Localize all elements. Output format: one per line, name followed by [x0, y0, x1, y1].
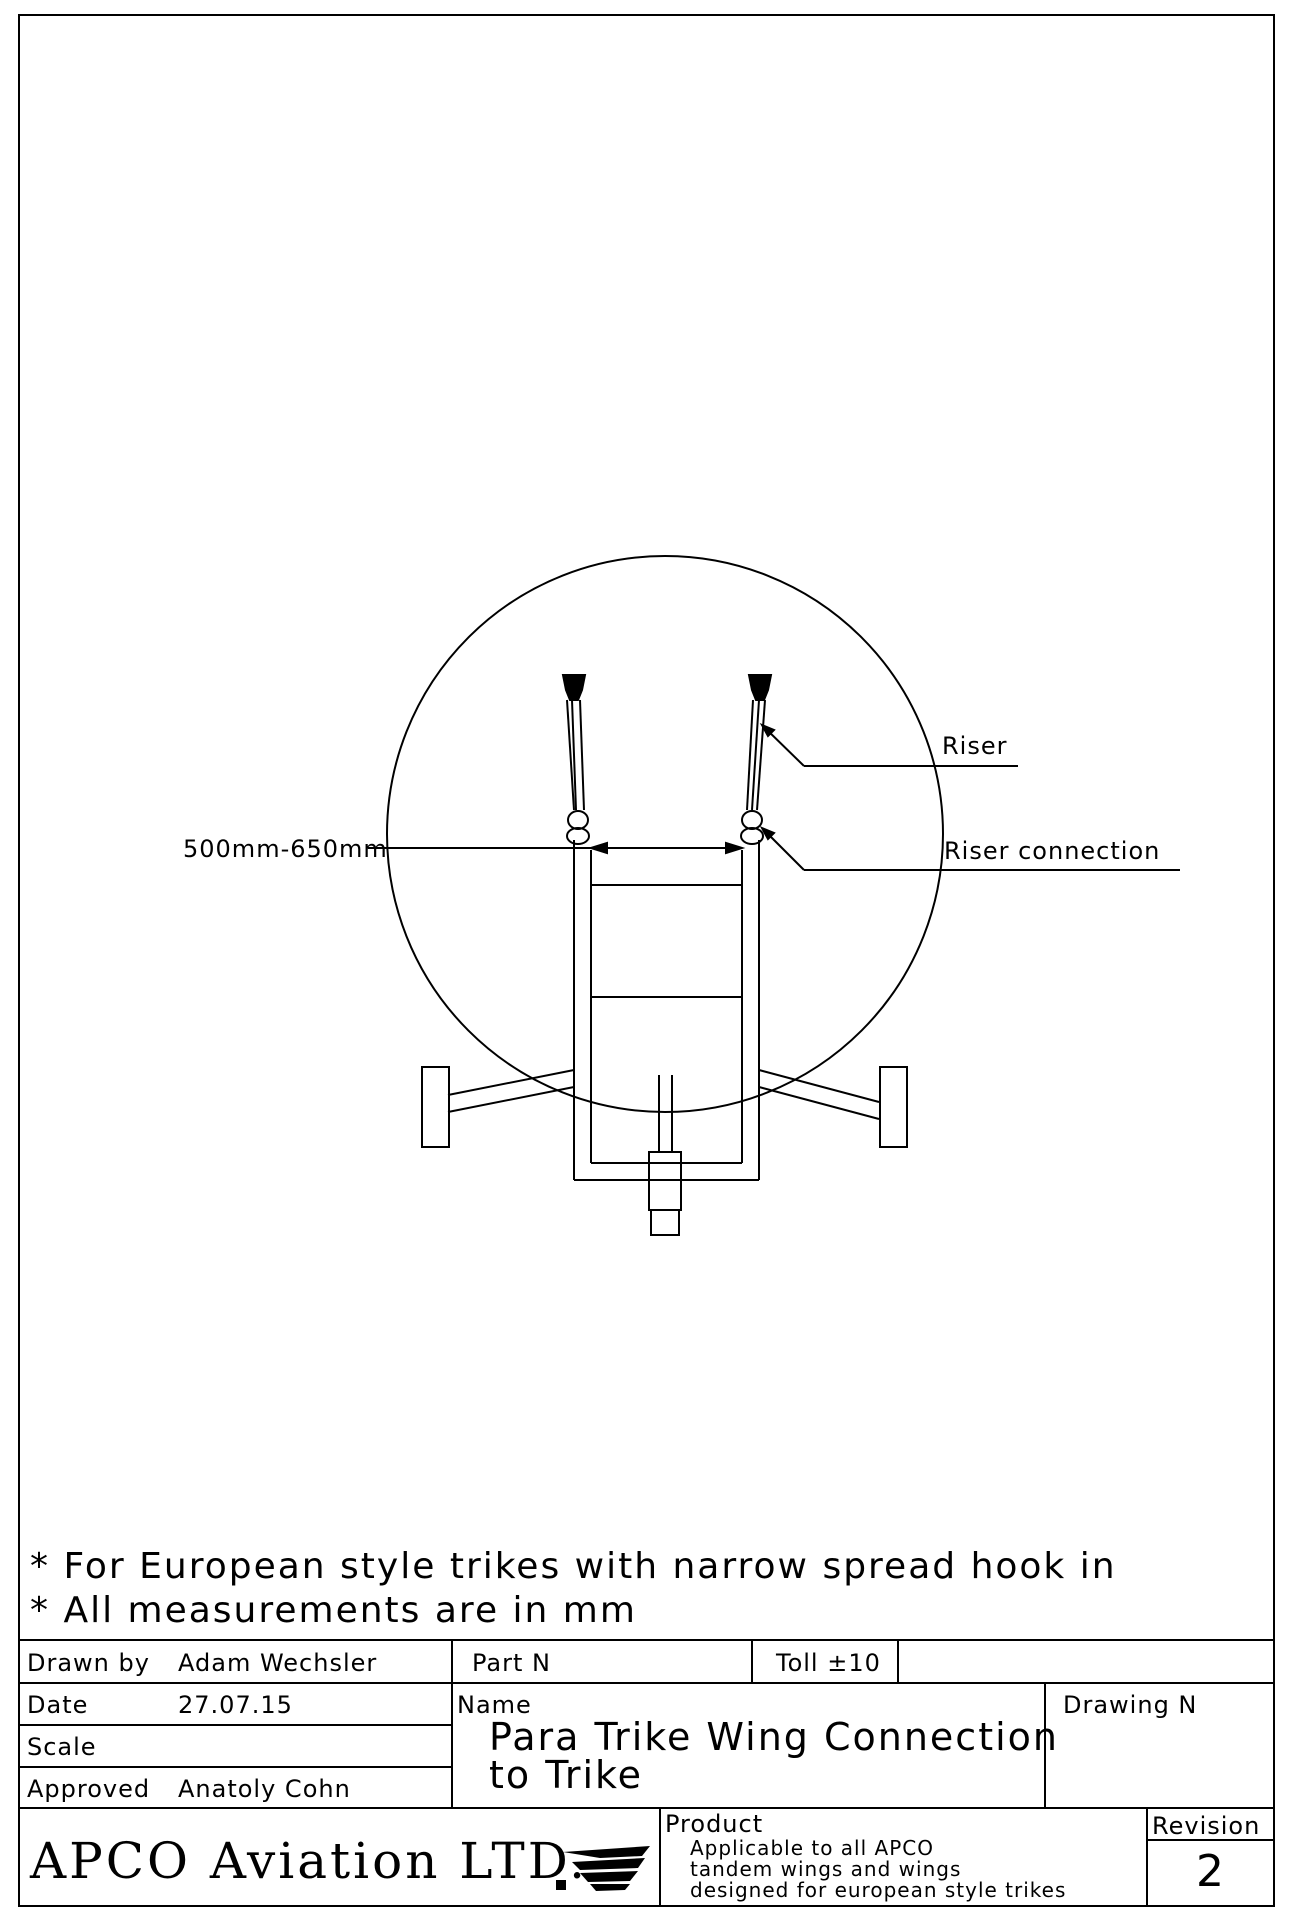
- riser-connection-leader-arrow: [759, 825, 776, 841]
- riser-leader-arrow: [759, 722, 776, 738]
- drawing-name-line1: Para Trike Wing Connection: [489, 1715, 1059, 1759]
- note-measurements: * All measurements are in mm: [30, 1590, 637, 1631]
- product-line-1: Applicable to all APCO: [690, 1836, 934, 1860]
- product-line-2: tandem wings and wings: [690, 1857, 962, 1881]
- product-label: Product: [665, 1810, 764, 1838]
- note-european-trikes: * For European style trikes with narrow …: [30, 1546, 1117, 1587]
- spread-circle: [386, 555, 944, 1113]
- dimension-arrow-left: [587, 841, 608, 855]
- date-value: 27.07.15: [178, 1691, 293, 1719]
- revision-value: 2: [1196, 1846, 1224, 1897]
- drawn-by-label: Drawn by: [27, 1649, 150, 1677]
- tolerance-label: Toll ±10: [776, 1649, 881, 1677]
- drawing-number-label: Drawing N: [1063, 1691, 1198, 1719]
- right-riser: [740, 699, 766, 845]
- revision-label: Revision: [1152, 1812, 1261, 1840]
- drawn-by-value: Adam Wechsler: [178, 1649, 378, 1677]
- product-line-3: designed for european style trikes: [690, 1878, 1067, 1902]
- company-name: APCO Aviation LTD.: [30, 1832, 588, 1890]
- scale-label: Scale: [27, 1733, 97, 1761]
- approved-label: Approved: [27, 1775, 151, 1803]
- right-wheel: [879, 1066, 908, 1148]
- wheel-assembly: [421, 1066, 908, 1148]
- left-wheel: [421, 1066, 450, 1148]
- part-number-label: Part N: [472, 1649, 551, 1677]
- approved-value: Anatoly Cohn: [178, 1775, 351, 1803]
- dimension-label: 500mm-650mm: [183, 835, 388, 863]
- right-riser-end: [747, 674, 773, 701]
- riser-connection-label: Riser connection: [944, 837, 1161, 865]
- riser-label: Riser: [942, 732, 1008, 760]
- drawing-sheet-border: [18, 14, 1275, 1907]
- date-label: Date: [27, 1691, 89, 1719]
- trike-frame: [573, 840, 760, 1236]
- name-label: Name: [457, 1691, 532, 1719]
- left-riser-end: [561, 674, 587, 701]
- dimension-arrow-right: [725, 841, 746, 855]
- drawing-name-line2: to Trike: [489, 1753, 644, 1797]
- title-block-grid: [20, 1639, 1275, 1907]
- left-riser: [566, 699, 590, 845]
- company-logo: [556, 1846, 650, 1891]
